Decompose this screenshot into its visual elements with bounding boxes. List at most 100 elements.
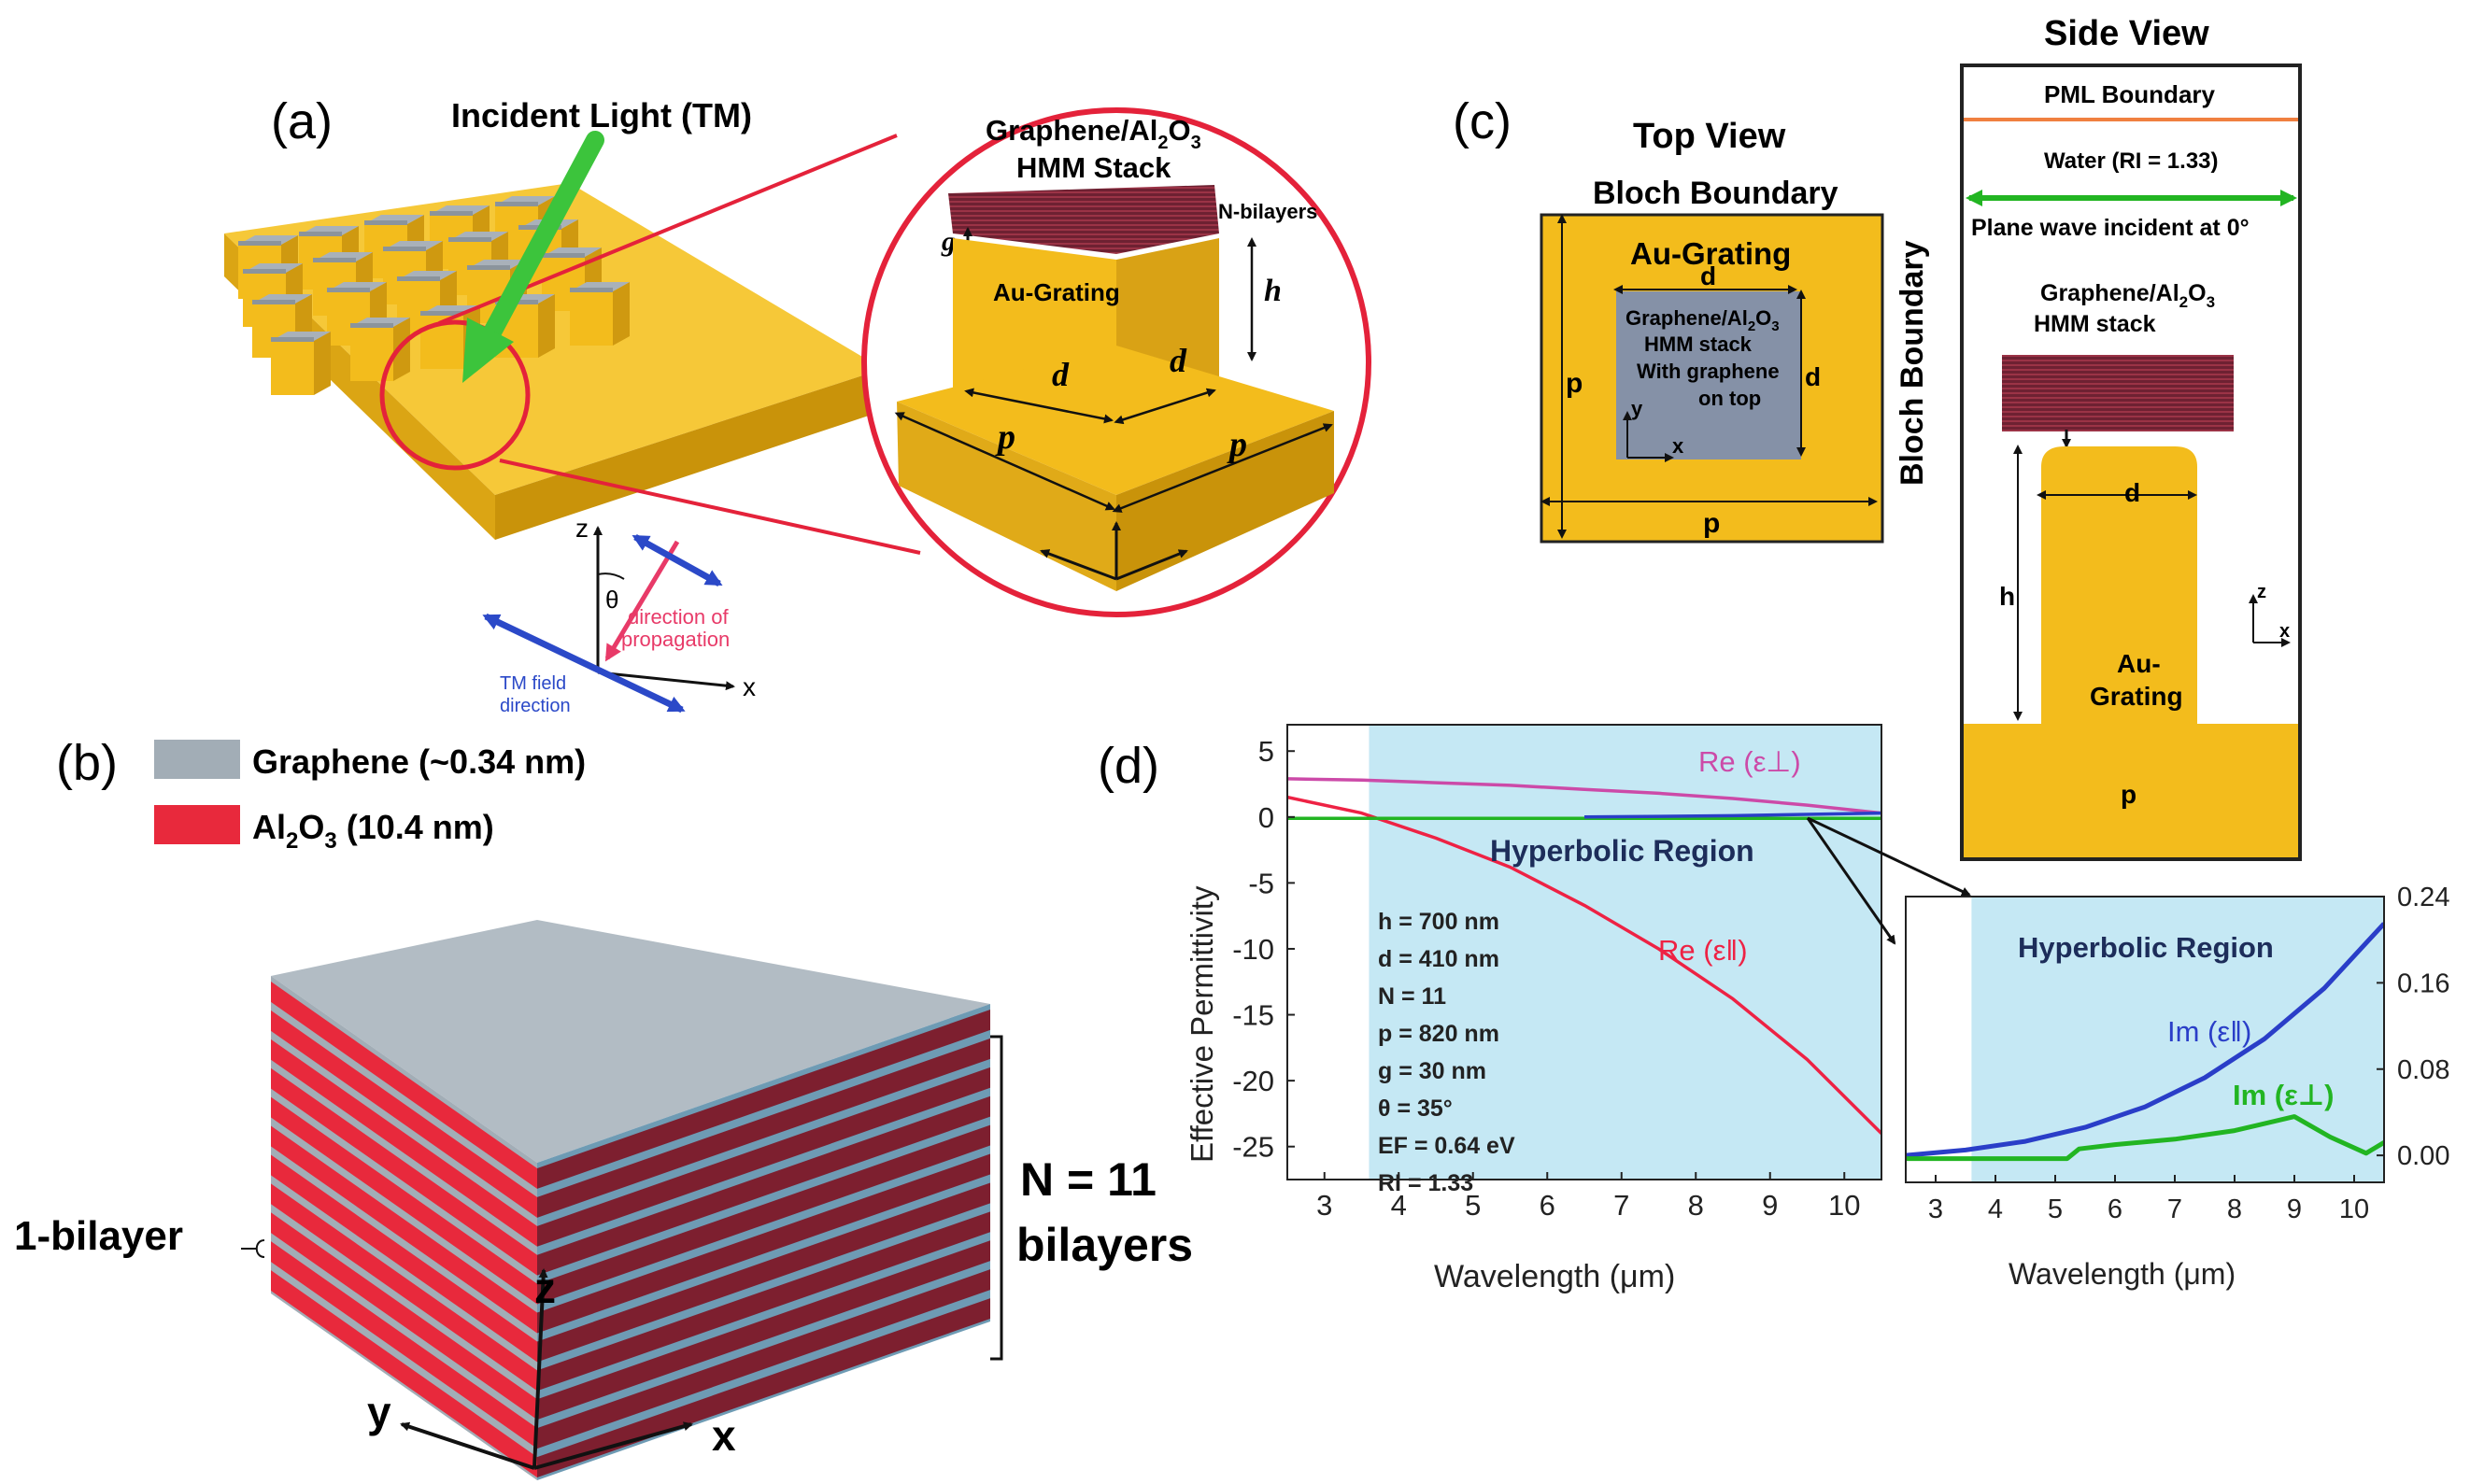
al2o3-layer-left-2	[271, 1039, 537, 1247]
p-label-right: p	[1227, 425, 1247, 464]
inset-xtick-label-1: 4	[1988, 1194, 2003, 1224]
block-axis-x	[533, 1421, 693, 1470]
al2o3-layer-right-9	[537, 1269, 990, 1449]
top-d-label-v: d	[1805, 362, 1821, 391]
al2o3-layer-right-10	[537, 1298, 990, 1477]
water-label: Water (RI = 1.33)	[2044, 148, 2219, 174]
zoom-arrow-2	[1806, 817, 1896, 945]
top-view-title: Top View	[1633, 117, 1786, 156]
stack-title: Graphene/Al2O3	[986, 114, 1201, 153]
one-bilayer-bracket	[255, 1239, 265, 1258]
al2o3-layer-right-2	[537, 1067, 990, 1247]
re-perp-label: Re (ε⊥)	[1698, 745, 1801, 778]
n11-label-2: bilayers	[1016, 1219, 1193, 1271]
al2o3-layer-right-3	[537, 1095, 990, 1276]
al2o3-layer-right-7	[537, 1211, 990, 1392]
al2o3-layer-right-4	[537, 1124, 990, 1305]
side-p-label: p	[2121, 780, 2136, 809]
al2o3-layer-right-6	[537, 1182, 990, 1363]
inset-xtick-label-5: 8	[2227, 1194, 2242, 1224]
panel-b: (b) Graphene (~0.34 nm) Al2O3 (10.4 nm) …	[14, 735, 1193, 1480]
pillar-front-19	[570, 291, 613, 346]
side-hmm-stack	[2002, 355, 2234, 431]
pillar-cap-edge-4	[495, 202, 538, 206]
base-axis-l	[1040, 549, 1117, 581]
top-view-stack	[1616, 291, 1801, 459]
inset-xtick-label-7: 10	[2339, 1194, 2369, 1224]
main-ytick-label-3: -10	[1232, 933, 1274, 966]
block-axis-y-label: y	[367, 1388, 391, 1436]
plane-wave-label: Plane wave incident at 0°	[1971, 215, 2250, 241]
pillar-cap-edge-2	[364, 220, 407, 225]
tm-field-label-2: direction	[500, 696, 571, 716]
top-axis-y-label: y	[1631, 397, 1643, 420]
inset-hyperbolic-label: Hyperbolic Region	[2018, 931, 2274, 964]
panel-c-label: (c)	[1453, 93, 1512, 149]
panel-b-label: (b)	[56, 735, 118, 791]
top-stack-text-5: on top	[1698, 387, 1761, 410]
main-xtick-label-0: 3	[1316, 1189, 1332, 1222]
re-par-label: Re (ε‖)	[1658, 934, 1748, 967]
g-label: g	[941, 226, 956, 257]
top-stack-text-3: HMM stack	[1644, 332, 1753, 356]
d-label-left: d	[1052, 356, 1070, 393]
param-n: N = 11	[1378, 983, 1446, 1010]
x-axis-label: Wavelength (μm)	[1434, 1259, 1675, 1294]
pillar-cap-edge-16	[350, 323, 393, 328]
side-substrate	[1964, 724, 2298, 857]
pillar-cap-edge-8	[448, 237, 491, 242]
bloch-boundary-top: Bloch Boundary	[1593, 176, 1838, 211]
inset-xtick-label-2: 5	[2048, 1194, 2063, 1224]
al2o3-layer-left-4	[271, 1096, 537, 1305]
top-axis-x-label: x	[1672, 434, 1684, 458]
al2o3-layer-left-1	[271, 1010, 537, 1218]
inset-xtick-label-4: 7	[2167, 1194, 2182, 1224]
block-axis-z-label: z	[534, 1264, 556, 1312]
y-axis-label: Effective Permittivity	[1185, 885, 1219, 1163]
axis-z-label: z	[575, 514, 589, 543]
legend-graphene-swatch	[154, 740, 240, 779]
inset-frame	[1905, 896, 2385, 1183]
incident-arrow-head	[462, 318, 514, 383]
zoom-arrow-1	[1807, 816, 1971, 897]
pillar-front-16	[350, 327, 393, 381]
propagation-label-1: direction of	[628, 605, 730, 629]
n11-bracket	[990, 1035, 1003, 1361]
main-series-3	[1583, 811, 1881, 819]
al2o3-layer-right-5	[537, 1153, 990, 1334]
top-p-label-h: p	[1703, 508, 1720, 539]
pillar-cap-edge-15	[271, 337, 314, 342]
axis-x-label: x	[743, 672, 756, 701]
param-theta: θ = 35°	[1378, 1095, 1453, 1122]
pillar-cap-edge-0	[238, 241, 281, 246]
inset-series-1	[1906, 1114, 2384, 1162]
inset-xtick-label-6: 9	[2287, 1194, 2302, 1224]
pillar-cap-edge-3	[430, 211, 473, 216]
al2o3-layer-right-0	[537, 1010, 990, 1189]
pml-label: PML Boundary	[2044, 80, 2216, 108]
param-d: d = 410 nm	[1378, 946, 1499, 972]
panel-d-label: (d)	[1098, 738, 1159, 794]
pillar-cap-edge-11	[327, 288, 370, 292]
panel-a: (a) Incident Light (TM) Graphene/Al2O3 H…	[224, 93, 1371, 716]
main-ytick-label-4: -15	[1232, 999, 1274, 1032]
main-series-0	[1287, 777, 1881, 815]
inset-ytick-label-2: 0.16	[2397, 968, 2449, 998]
top-d-label: d	[1700, 261, 1716, 290]
base-axis-r	[1115, 549, 1188, 581]
param-ri: RI = 1.33	[1378, 1170, 1473, 1196]
legend-al2o3-label: Al2O3 (10.4 nm)	[252, 808, 494, 854]
p-arrow-right	[1112, 423, 1333, 513]
side-axis-z-label: z	[2257, 582, 2266, 602]
pillar-cap-edge-14	[542, 253, 585, 258]
side-au-label-1: Au-	[2117, 649, 2161, 678]
pillar-side-19	[613, 282, 630, 346]
al2o3-layer-left-7	[271, 1183, 537, 1392]
bloch-boundary-side: Bloch Boundary	[1895, 240, 1930, 486]
param-ef: EF = 0.64 eV	[1378, 1133, 1515, 1159]
pillar-cap-edge-19	[570, 288, 613, 292]
pillar-cap-edge-12	[397, 276, 440, 281]
main-xtick-label-2: 5	[1465, 1189, 1481, 1222]
im-perp-label: Im (ε⊥)	[2233, 1079, 2335, 1111]
